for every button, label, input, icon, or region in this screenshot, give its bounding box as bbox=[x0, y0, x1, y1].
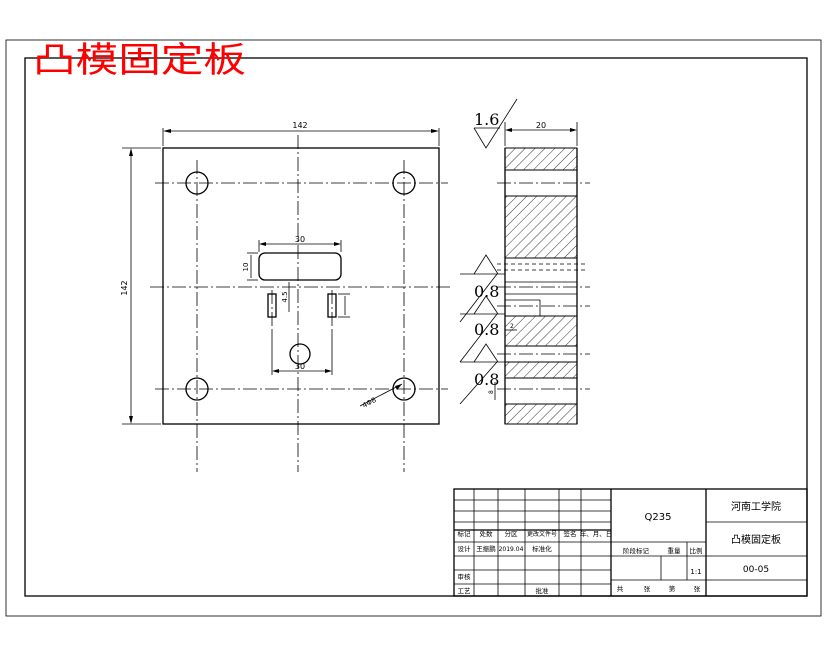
tb-header-docno: 更改文件号 bbox=[527, 530, 557, 538]
roughness-tri-2 bbox=[473, 295, 499, 315]
tb-date: 2019.04 bbox=[499, 546, 524, 553]
dim-thickness-text: 20 bbox=[536, 121, 546, 130]
dim-width-text: 142 bbox=[292, 121, 307, 130]
dim-slot-length-text: 30 bbox=[295, 235, 305, 244]
tb-header-date: 年、月、日 bbox=[580, 529, 613, 538]
outer-border bbox=[5, 39, 822, 617]
front-view: 142 142 30 10 4.5 30 bbox=[120, 121, 452, 472]
section-segment-4 bbox=[504, 361, 578, 379]
plate-outline bbox=[162, 147, 440, 425]
tb-sheets-current: 第 bbox=[669, 584, 676, 593]
arrow-t-right bbox=[570, 128, 577, 132]
roughness-text-2: 0.8 bbox=[474, 320, 499, 339]
tb-designer: 王振鹏 bbox=[476, 544, 496, 553]
roughness-text-3: 0.8 bbox=[474, 370, 499, 389]
arrow-h-top bbox=[129, 148, 133, 156]
tb-header-zone: 分区 bbox=[505, 529, 519, 538]
arrow-w-right bbox=[431, 129, 439, 133]
tb-scale: 1:1 bbox=[690, 568, 701, 576]
arrow-h-bottom bbox=[129, 416, 133, 424]
tb-process-label: 工艺 bbox=[458, 587, 472, 595]
tb-sheets-unit-2: 张 bbox=[694, 584, 701, 593]
tb-school: 河南工学院 bbox=[731, 500, 781, 513]
section-segment-5 bbox=[504, 403, 578, 425]
dim-height-text: 142 bbox=[120, 280, 129, 295]
arrow-t-left bbox=[505, 128, 512, 132]
tb-material: Q235 bbox=[645, 512, 672, 523]
arrow-w-left bbox=[163, 129, 171, 133]
inner-border bbox=[24, 57, 808, 597]
corner-hole-leader-arrow bbox=[395, 384, 402, 390]
side-view: 20 1.6 0.8 0.8 0.8 2 8 bbox=[459, 98, 590, 425]
drawing-title: 凸模固定板 bbox=[33, 41, 246, 81]
tb-review-label: 审核 bbox=[458, 572, 472, 581]
arrow-sl-right bbox=[334, 242, 341, 246]
corner-hole-top-left bbox=[185, 171, 209, 195]
tb-header-sign: 签名 bbox=[564, 529, 577, 538]
dim-hole-spacing-text: 30 bbox=[295, 362, 305, 371]
section-segment-1 bbox=[504, 147, 578, 171]
tb-header-count: 处数 bbox=[480, 529, 494, 538]
arrow-sl-left bbox=[259, 242, 266, 246]
roughness-tri-1 bbox=[473, 254, 499, 275]
roughness-text-1: 0.8 bbox=[474, 282, 499, 301]
title-block-frame bbox=[453, 488, 808, 597]
tb-sheets-unit-1: 张 bbox=[644, 584, 651, 593]
tb-stage-label: 阶段标记 bbox=[623, 546, 650, 555]
corner-hole-top-right bbox=[392, 171, 416, 195]
punch-slot bbox=[258, 252, 342, 281]
tb-weight-label: 重量 bbox=[668, 547, 682, 555]
dim-small-1-text: 2 bbox=[510, 323, 514, 330]
dim-small-2-text: 8 bbox=[488, 390, 495, 394]
tb-sheets-total: 共 bbox=[617, 584, 624, 593]
tb-standard-label: 标准化 bbox=[532, 544, 552, 553]
center-hole bbox=[289, 343, 311, 365]
section-segment-3 bbox=[504, 315, 578, 347]
tb-design-label: 设计 bbox=[458, 544, 472, 553]
arrow-hs-right bbox=[325, 369, 332, 373]
tb-drawing-no: 00-05 bbox=[743, 565, 769, 575]
tb-part-name: 凸模固定板 bbox=[731, 533, 781, 546]
roughness-tri-3 bbox=[473, 343, 499, 363]
dim-slot-height-text: 10 bbox=[242, 263, 250, 272]
title-block: 标记 处数 分区 更改文件号 签名 年、月、日 设计 王振鹏 2019.04 标… bbox=[453, 488, 808, 597]
roughness-symbol-top bbox=[473, 98, 518, 149]
dim-pin-gap-text: 4.5 bbox=[281, 291, 289, 302]
tb-approve-label: 批准 bbox=[536, 586, 550, 595]
corner-hole-leader bbox=[359, 383, 403, 407]
roughness-top-text: 1.6 bbox=[474, 110, 499, 129]
arrow-hs-left bbox=[272, 369, 279, 373]
roughness-leader-2 bbox=[459, 313, 498, 363]
roughness-leader-3 bbox=[459, 361, 498, 405]
tb-scale-label: 比例 bbox=[690, 546, 703, 555]
tb-header-mark: 标记 bbox=[458, 529, 472, 538]
section-segment-2 bbox=[504, 195, 578, 259]
corner-hole-bottom-left bbox=[185, 377, 209, 401]
